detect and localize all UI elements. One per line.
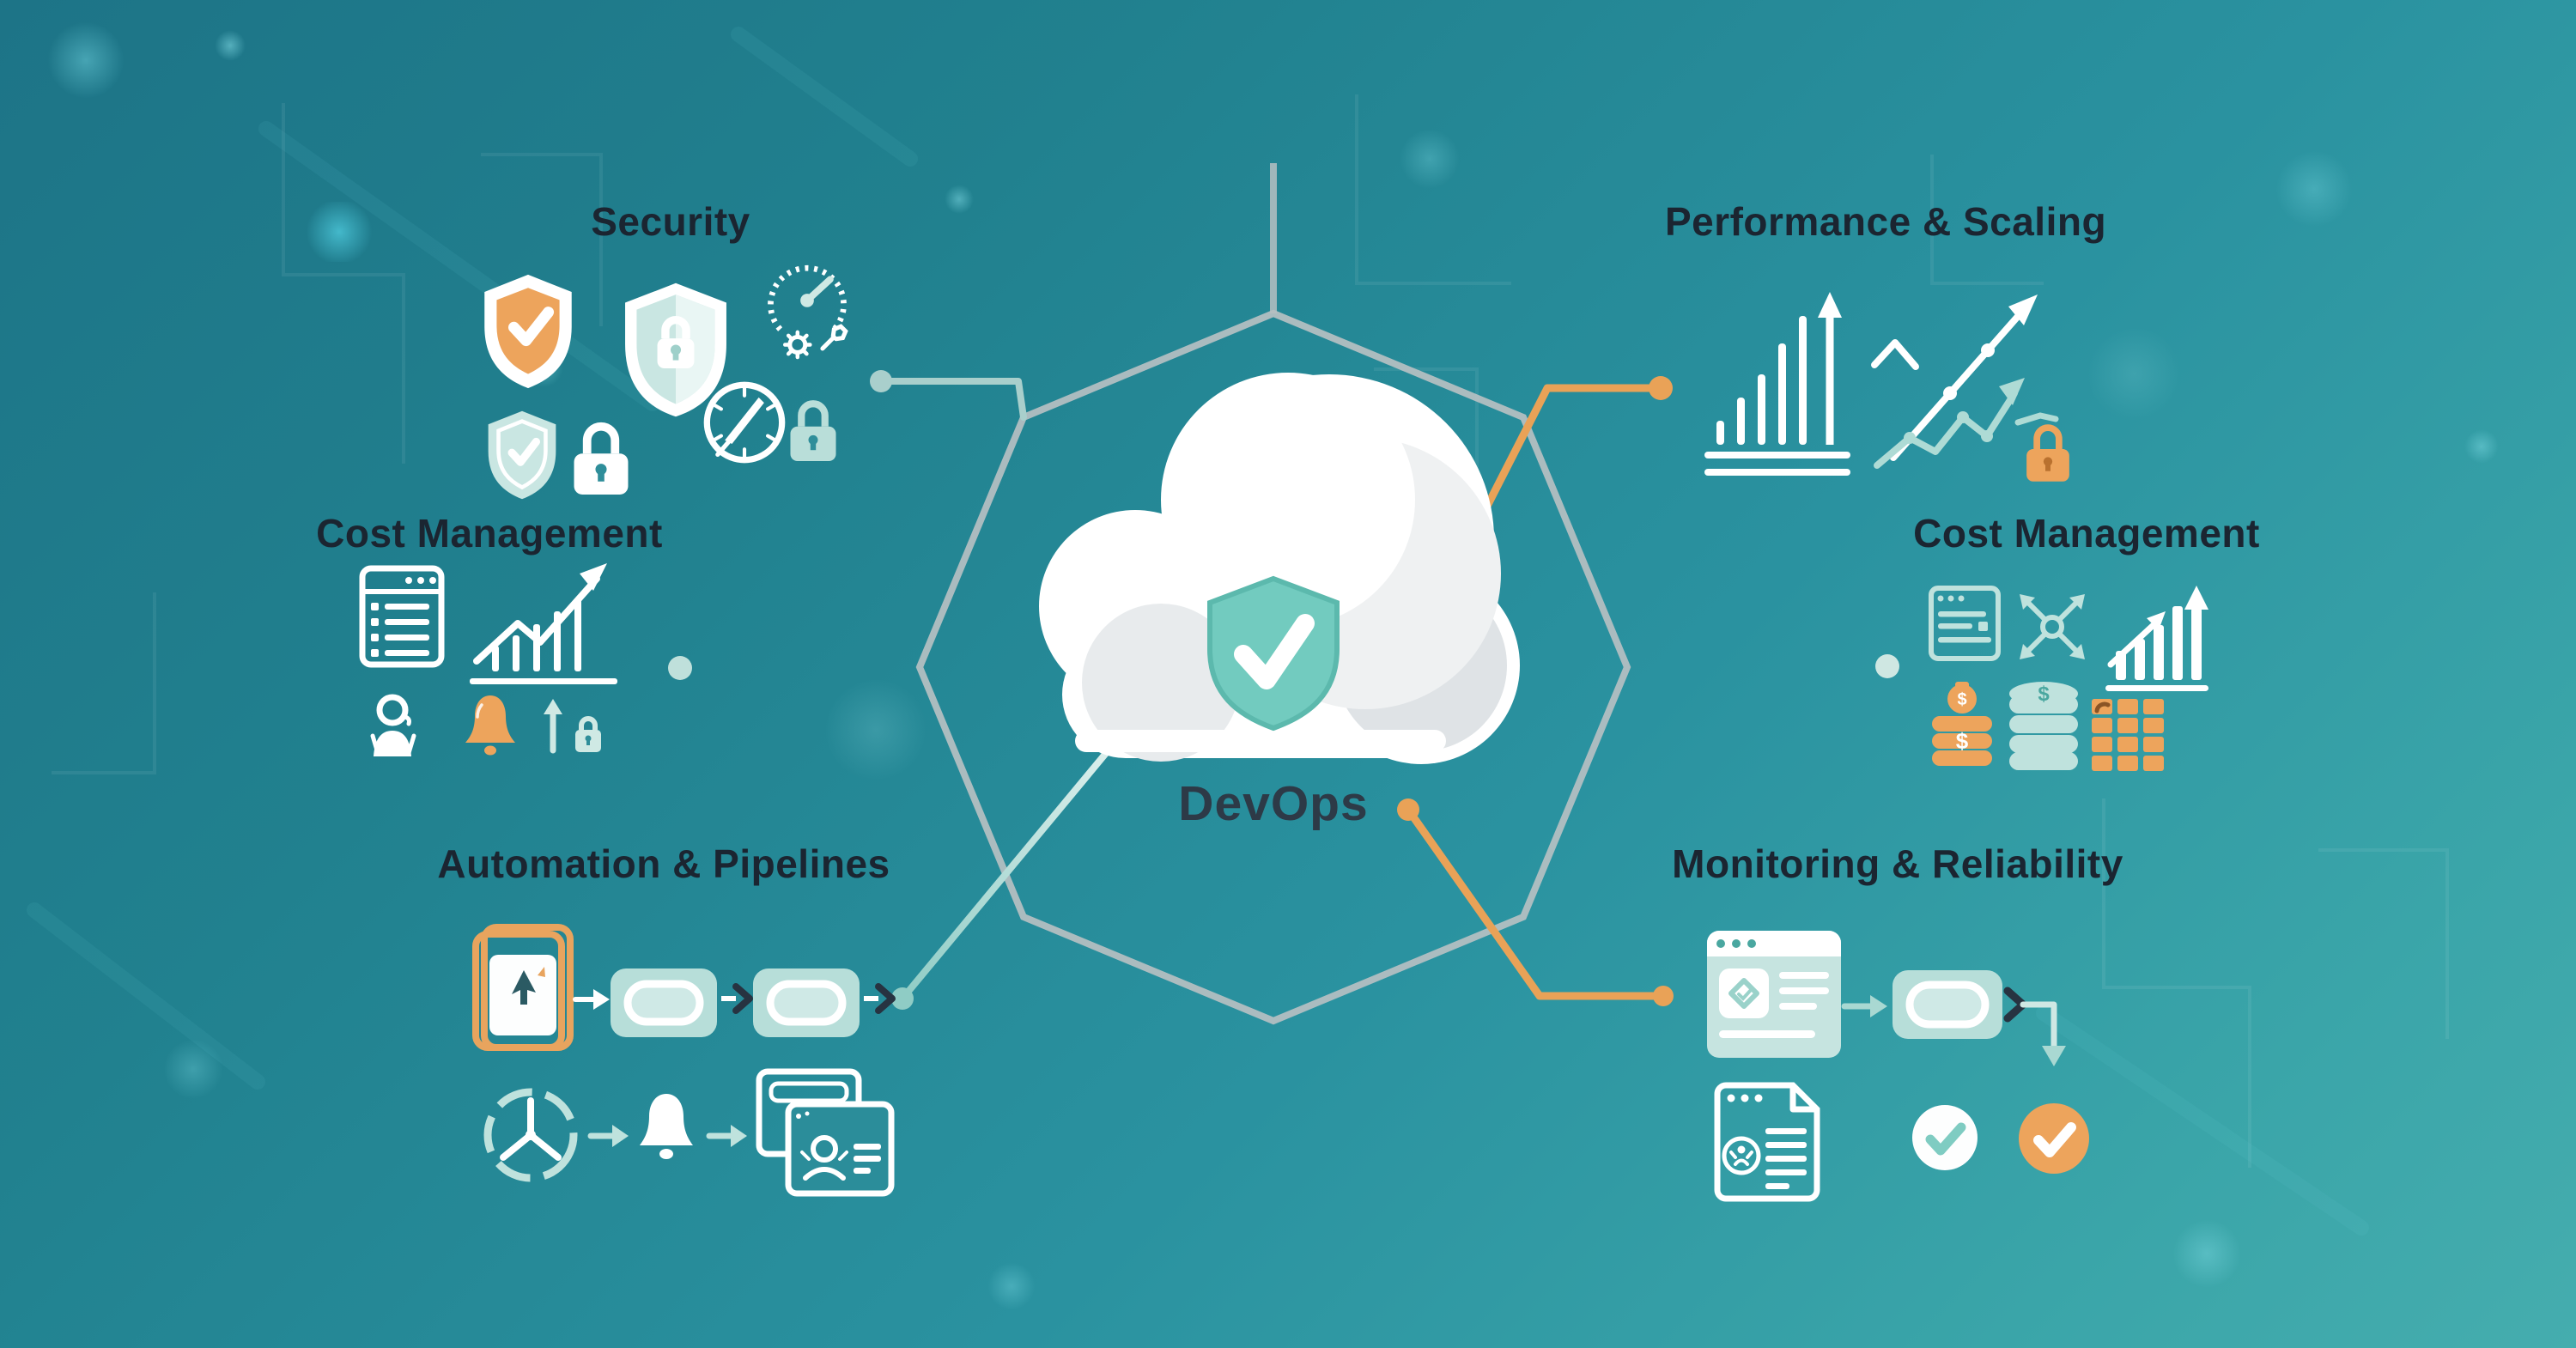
section-title: Security (591, 199, 750, 244)
gear-icon (783, 330, 812, 360)
gauge-needle-icon (703, 381, 786, 464)
wrench-icon (820, 324, 848, 351)
incident-doc-icon (1714, 1082, 1820, 1202)
glow-dot (215, 30, 246, 61)
user-icon (370, 694, 416, 756)
security-connector (870, 370, 1027, 421)
glow-dot (2172, 1219, 2241, 1288)
automation-connector (891, 683, 1164, 1010)
deploy-doc-icon (472, 924, 574, 1051)
section-title: Cost Management (1913, 511, 2260, 556)
arrow-right-mint-icon (587, 1125, 629, 1147)
glow-dot (2275, 150, 2353, 228)
cloud-icon (1039, 373, 1520, 764)
section-title: Cost Management (316, 511, 663, 556)
code-diamond-icon (1728, 978, 1759, 1009)
glow-dot (824, 678, 927, 781)
pipeline-stage-icon (611, 968, 717, 1037)
arrow-right-mint-icon (706, 1125, 747, 1147)
glow-dot (2464, 429, 2499, 464)
bar-chart-growth-icon (1704, 292, 1850, 476)
devops-center-label: DevOps (1178, 776, 1369, 831)
cost-right-connector (1623, 654, 1899, 678)
bell-orange-icon (465, 695, 515, 756)
report-list-icon (1929, 586, 2001, 661)
cost-grid-icon (2092, 699, 2164, 771)
shield-check-center-icon (1207, 575, 1340, 732)
shield-check-icon (484, 274, 572, 389)
performance-connector-orange (1406, 376, 1673, 662)
glow-dot (987, 1262, 1036, 1310)
scheduler-icon (483, 1088, 578, 1182)
glow-dot (1400, 129, 1460, 189)
svg-text:$: $ (1957, 690, 1966, 709)
line-chart-white-icon (1871, 294, 2038, 461)
section-title: Performance & Scaling (1664, 199, 2107, 244)
svg-text:$: $ (1956, 728, 1969, 754)
user-icon (811, 1135, 838, 1163)
check-circle-white-icon (1912, 1105, 1978, 1170)
octagon-frame (915, 163, 1631, 1240)
lock-white-icon (574, 422, 629, 495)
chevron-connector-icon (864, 983, 896, 1014)
pipeline-stage-icon (1893, 970, 2002, 1039)
release-windows-icon (756, 1068, 895, 1197)
coin-stack-icon: $ (2009, 682, 2078, 770)
svg-text:$: $ (2038, 683, 2050, 706)
glow-dot (945, 185, 974, 214)
section-title: Monitoring & Reliability (1672, 841, 2123, 886)
section-title: Automation & Pipelines (437, 841, 890, 886)
elbow-arrow-down-icon (2003, 987, 2066, 1066)
glow-dot (2087, 326, 2181, 421)
arrow-right-white-icon (573, 989, 610, 1010)
line-chart-mint-icon (1874, 378, 2059, 469)
arrow-right-mint-icon (1841, 995, 1887, 1017)
cost-left-connector (668, 656, 1078, 680)
pipeline-stage-icon (753, 968, 860, 1037)
arrow-up-lock-icon (544, 699, 601, 754)
bell-white-icon (640, 1094, 693, 1159)
dashboard-browser-icon (1707, 931, 1841, 1058)
chevron-connector-icon (721, 983, 753, 1014)
bar-chart-arrow-icon (2105, 586, 2208, 691)
glow-dot (47, 21, 125, 99)
check-circle-orange-icon (2019, 1103, 2089, 1174)
lock-orange-icon (2026, 424, 2069, 482)
growth-chart-icon (470, 563, 617, 684)
user-badge-icon (1722, 1136, 1761, 1175)
money-bag-coins-icon: $ $ (1932, 682, 1992, 766)
lock-mint-icon (790, 400, 836, 462)
scale-arrows-icon (2020, 594, 2085, 659)
light-streaks (27, 27, 2369, 1236)
shield-lock-icon (625, 282, 726, 417)
glow-dot (524, 348, 563, 387)
gauge-gear-icon (768, 264, 848, 360)
shield-check-small-icon (488, 410, 556, 500)
glow-dot (305, 202, 374, 262)
cursor-up-icon (512, 970, 536, 1005)
glow-dot (163, 1039, 223, 1099)
circuit-pattern (52, 94, 2449, 1168)
browser-list-icon (359, 565, 445, 668)
